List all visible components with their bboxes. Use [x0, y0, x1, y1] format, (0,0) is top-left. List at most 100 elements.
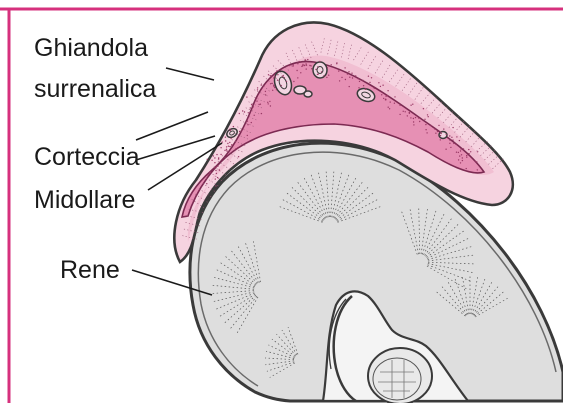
medulla-dot	[229, 146, 230, 147]
medulla-dot	[265, 91, 266, 92]
medulla-dot	[302, 64, 303, 65]
medulla-dot	[468, 149, 469, 150]
leader-adrenal	[166, 68, 214, 80]
medulla-dot	[254, 115, 255, 116]
medulla-dot	[229, 129, 230, 130]
medulla-dot	[217, 177, 218, 178]
medulla-dot	[435, 133, 436, 134]
medulla-dot	[293, 81, 294, 82]
label-adrenal-line2: surrenalica	[34, 75, 156, 103]
medulla-dot	[394, 96, 395, 97]
medulla-dot	[273, 77, 274, 78]
medulla-dot	[284, 77, 285, 78]
medulla-dot	[257, 89, 258, 90]
medulla-dot	[410, 105, 411, 106]
medulla-dot	[362, 80, 363, 81]
medulla-dot	[474, 161, 475, 162]
medulla-dot	[214, 162, 215, 163]
medulla-dot	[301, 66, 302, 67]
medulla-dot	[247, 135, 248, 136]
medulla-dot	[304, 65, 305, 66]
medulla-dot	[412, 104, 413, 105]
medulla-dot	[452, 139, 453, 140]
medulla-dot	[449, 135, 450, 136]
medulla-dot	[265, 94, 266, 95]
leader-medulla-1	[136, 136, 215, 160]
medulla-dot	[268, 103, 269, 104]
medulla-dot	[246, 96, 247, 97]
medulla-dot	[272, 83, 273, 84]
medulla-dot	[211, 160, 212, 161]
medulla-dot	[460, 148, 461, 149]
medulla-dot	[389, 108, 390, 109]
medulla-dot	[434, 128, 435, 129]
medulla-dot	[438, 125, 439, 126]
medulla-dot	[431, 125, 432, 126]
medulla-dot	[323, 75, 324, 76]
medulla-dot	[244, 111, 245, 112]
medulla-dot	[268, 74, 269, 75]
medulla-dot	[413, 121, 414, 122]
medulla-dot	[297, 63, 298, 64]
medulla-dot	[226, 150, 227, 151]
medulla-dot	[216, 173, 217, 174]
medulla-dot	[466, 168, 467, 169]
label-kidney: Rene	[60, 256, 120, 284]
medulla-dot	[477, 151, 478, 152]
medulla-dot	[348, 71, 349, 72]
medulla-dot	[258, 104, 259, 105]
medulla-dot	[351, 73, 352, 74]
medulla-dot	[319, 61, 320, 62]
medulla-dot	[251, 104, 252, 105]
medulla-dot	[215, 170, 216, 171]
medulla-dot	[305, 60, 306, 61]
medulla-dot	[215, 185, 216, 186]
medulla-dot	[226, 149, 227, 150]
medulla-dot	[235, 148, 236, 149]
medulla-dot	[296, 70, 297, 71]
medulla-dot	[214, 157, 215, 158]
medulla-dot	[300, 72, 301, 73]
medulla-dot	[260, 104, 261, 105]
medulla-dot	[273, 85, 274, 86]
medulla-dot	[216, 154, 217, 155]
medulla-dot	[456, 152, 457, 153]
medulla-dot	[424, 119, 425, 120]
medulla-dot	[271, 75, 272, 76]
medulla-dot	[459, 155, 460, 156]
medulla-dot	[378, 82, 379, 83]
medulla-dot	[466, 155, 467, 156]
medulla-dot	[306, 68, 307, 69]
medulla-dot	[394, 103, 395, 104]
medulla-dot	[415, 117, 416, 118]
medulla-dot	[347, 73, 348, 74]
medulla-dot	[247, 121, 248, 122]
medulla-dot	[251, 122, 252, 123]
medulla-dot	[443, 128, 444, 129]
medulla-dot	[228, 146, 229, 147]
medulla-dot	[256, 100, 257, 101]
medulla-dot	[371, 77, 372, 78]
medulla-dot	[321, 71, 322, 72]
medulla-dot	[413, 118, 414, 119]
medulla-dot	[250, 107, 251, 108]
medulla-dot	[210, 172, 211, 173]
leader-cortex	[136, 112, 208, 140]
medulla-dot	[382, 85, 383, 86]
medulla-dot	[317, 66, 318, 67]
medulla-dot	[459, 140, 460, 141]
medulla-dot	[407, 115, 408, 116]
medulla-dot	[336, 63, 337, 64]
medulla-dot	[458, 152, 459, 153]
medulla-dot	[462, 160, 463, 161]
medulla-dot	[297, 77, 298, 78]
medulla-dot	[273, 86, 274, 87]
medulla-dot	[374, 88, 375, 89]
medulla-dot	[306, 65, 307, 66]
medulla-dot	[462, 157, 463, 158]
medulla-dot	[476, 161, 477, 162]
medulla-dot	[349, 86, 350, 87]
medulla-dot	[426, 132, 427, 133]
medulla-dot	[270, 75, 271, 76]
medulla-dot	[226, 146, 227, 147]
